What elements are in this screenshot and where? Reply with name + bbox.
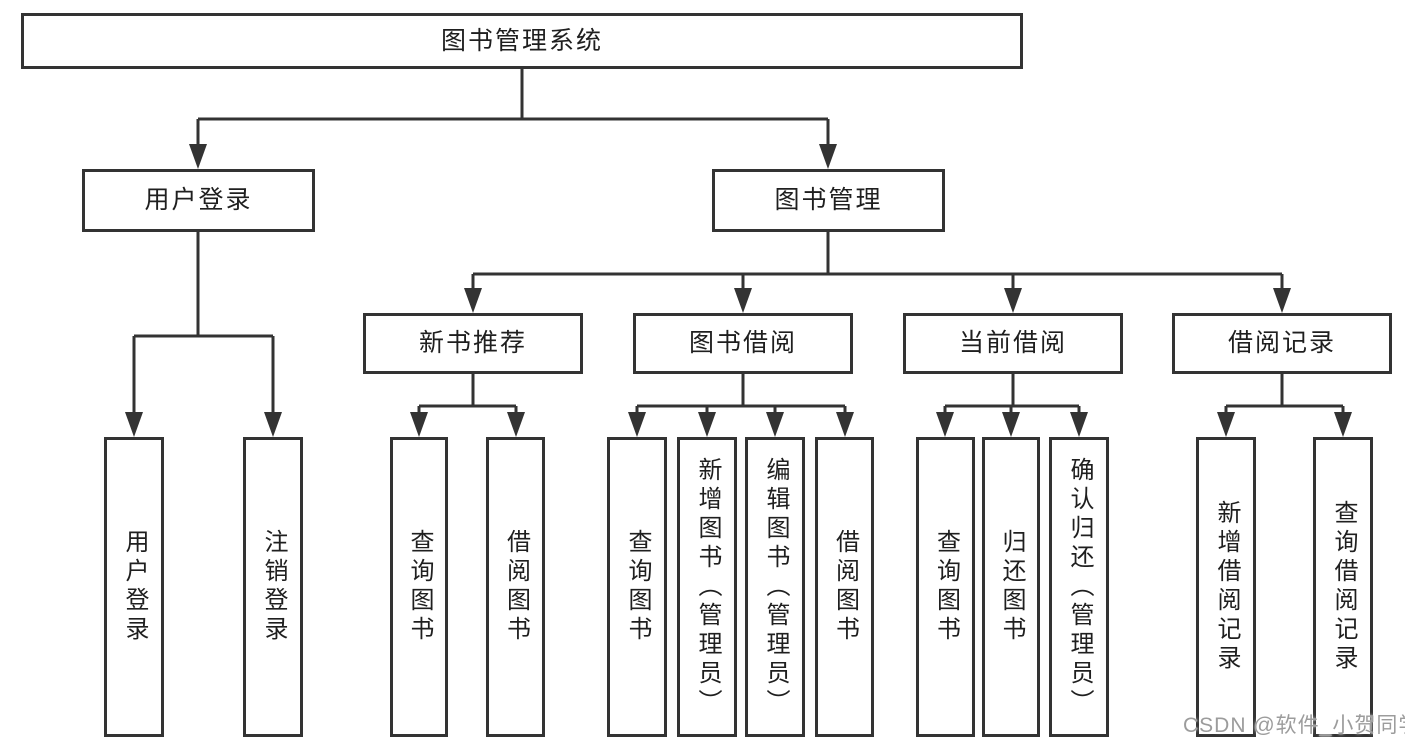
node-leaf-bb-edit-books-admin: 编辑图书（管理员） [745,437,805,737]
node-book-borrow: 图书借阅 [633,313,853,374]
node-leaf-cb-query-books: 查询图书 [916,437,975,737]
node-leaf-cb-confirm-return-admin-label: 确认归还（管理员） [1066,456,1093,718]
node-book-management: 图书管理 [712,169,945,232]
node-leaf-user-login: 用户登录 [104,437,164,737]
node-borrow-records: 借阅记录 [1172,313,1392,374]
node-leaf-cb-return-books-label: 归还图书 [998,529,1025,645]
node-leaf-nbr-borrow-books: 借阅图书 [486,437,545,737]
node-leaf-br-query-record-label: 查询借阅记录 [1330,500,1357,674]
node-leaf-nbr-query-books: 查询图书 [390,437,448,737]
node-leaf-bb-borrow-books: 借阅图书 [815,437,874,737]
node-leaf-cb-query-books-label: 查询图书 [932,529,960,645]
node-current-borrow: 当前借阅 [903,313,1123,374]
node-leaf-bb-add-books-admin: 新增图书（管理员） [677,437,737,737]
node-leaf-cb-return-books: 归还图书 [982,437,1040,737]
node-leaf-nbr-query-books-label: 查询图书 [406,529,433,645]
node-leaf-cb-confirm-return-admin: 确认归还（管理员） [1049,437,1109,737]
node-leaf-bb-query-books: 查询图书 [607,437,667,737]
node-leaf-user-login-label: 用户登录 [121,529,148,645]
node-leaf-bb-add-books-admin-label: 新增图书（管理员） [694,456,721,718]
node-new-book-recommend: 新书推荐 [363,313,583,374]
node-leaf-br-add-record-label: 新增借阅记录 [1213,500,1240,674]
node-leaf-br-query-record: 查询借阅记录 [1313,437,1373,737]
node-leaf-bb-query-books-label: 查询图书 [624,529,651,645]
node-leaf-logout-label: 注销登录 [260,529,287,645]
node-leaf-nbr-borrow-books-label: 借阅图书 [502,529,530,645]
watermark: CSDN @软件_小贺同学 [1183,714,1405,737]
node-leaf-bb-edit-books-admin-label: 编辑图书（管理员） [762,456,789,718]
node-leaf-bb-borrow-books-label: 借阅图书 [831,529,859,645]
node-user-login: 用户登录 [82,169,315,232]
node-leaf-br-add-record: 新增借阅记录 [1196,437,1256,737]
node-root-library-system: 图书管理系统 [21,13,1023,69]
node-leaf-logout: 注销登录 [243,437,303,737]
